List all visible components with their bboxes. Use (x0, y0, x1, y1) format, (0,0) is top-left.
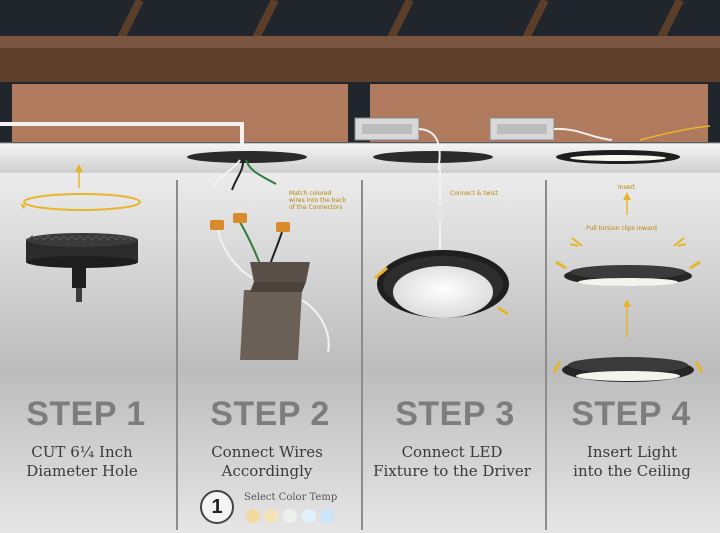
color-temp-swatch-3 (283, 509, 297, 523)
step-2-line2: Accordingly (221, 462, 313, 480)
step-3-title: STEP 3 (395, 395, 515, 433)
step-2-line1: Connect Wires (211, 443, 323, 461)
color-temp-dial: 1 (200, 490, 234, 524)
insert-light-illustration (552, 192, 704, 382)
note-step3: Connect & twist (450, 190, 498, 197)
step-3-description: Connect LED Fixture to the Driver (362, 443, 542, 481)
step-2-title: STEP 2 (210, 395, 330, 433)
insulation-panel-left (12, 84, 348, 142)
color-temp-swatch-4 (302, 509, 316, 523)
step-3-line1: Connect LED (401, 443, 503, 461)
note-step4-clips: Pull torsion clips inward (586, 225, 657, 232)
ceiling-hole-step2 (187, 151, 307, 163)
step-4-line1: Insert Light (586, 443, 678, 461)
led-fixture-illustration (374, 165, 509, 318)
step-1-title: STEP 1 (26, 395, 146, 433)
hole-saw-illustration (20, 164, 141, 302)
step-4-title: STEP 4 (571, 395, 691, 433)
note-step2-line1: Match colored (289, 190, 332, 197)
step-2-description: Connect Wires Accordingly (177, 443, 357, 481)
step-4-description: Insert Light into the Ceiling (542, 443, 720, 481)
step-1-line2: Diameter Hole (26, 462, 138, 480)
driver-box-step3 (354, 117, 420, 141)
power-conduit (0, 122, 244, 147)
step-3-line2: Fixture to the Driver (373, 462, 531, 480)
note-step2-line2: wires into the back (289, 197, 347, 204)
note-step4-insert: Insert (618, 184, 636, 191)
step-4-line2: into the Ceiling (573, 462, 691, 480)
color-temp-label: Select Color Temp (244, 492, 338, 503)
color-temp-swatch-5 (320, 509, 334, 523)
step-1-description: CUT 6¼ Inch Diameter Hole (0, 443, 172, 481)
joist-beam (0, 48, 720, 82)
color-temp-swatch-2 (264, 509, 278, 523)
wiring-illustration (210, 159, 330, 360)
background (0, 172, 720, 533)
roof-rafters (116, 0, 684, 42)
note-step2: Match colored wires into the back of the… (289, 190, 346, 211)
driver-box-step4 (489, 117, 555, 141)
step-1-line1: CUT 6¼ Inch (31, 443, 133, 461)
step-dividers (176, 180, 547, 530)
color-temp-swatch-1 (246, 509, 260, 523)
note-step2-line3: of the Connectors (289, 204, 343, 211)
ceiling-hole-step3 (373, 151, 493, 163)
top-beam (0, 36, 720, 48)
